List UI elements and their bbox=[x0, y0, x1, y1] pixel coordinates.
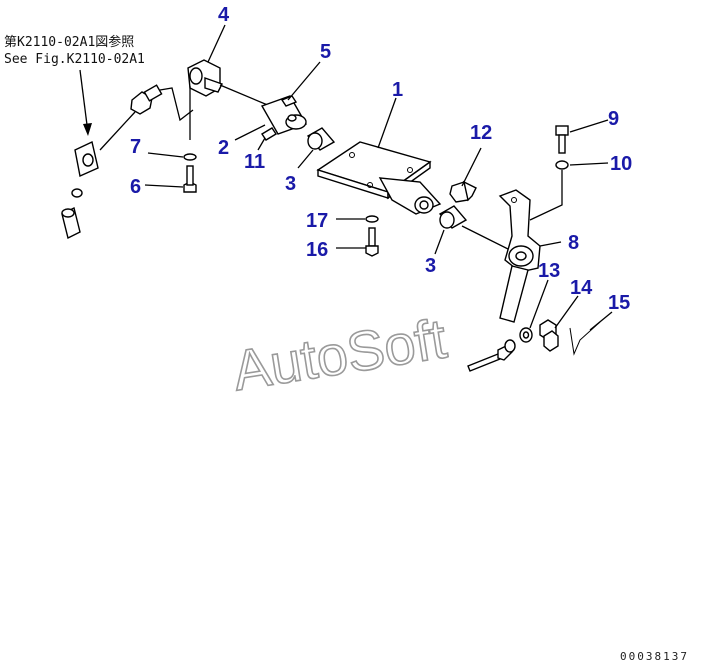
part-4-clamp bbox=[187, 59, 223, 140]
callout-9: 9 bbox=[608, 108, 619, 130]
part-7-washer bbox=[183, 153, 197, 161]
callout-6: 6 bbox=[130, 176, 141, 198]
callout-2: 2 bbox=[218, 137, 229, 159]
part-15-cotter bbox=[569, 321, 601, 356]
callout-3-upper: 3 bbox=[285, 173, 296, 195]
part-12-nut bbox=[449, 180, 477, 203]
shaft-line-b bbox=[461, 225, 511, 251]
callout-8: 8 bbox=[568, 232, 579, 254]
callout-14: 14 bbox=[570, 277, 593, 299]
callout-13: 13 bbox=[538, 260, 560, 282]
reference-jp: 第K2110-02A1図参照 bbox=[4, 34, 134, 50]
callout-5: 5 bbox=[320, 41, 331, 63]
callout-3-lower: 3 bbox=[425, 255, 436, 277]
callout-7: 7 bbox=[130, 136, 141, 158]
callout-4: 4 bbox=[218, 4, 230, 26]
callout-11: 11 bbox=[244, 151, 265, 173]
part-1-plate bbox=[316, 141, 442, 215]
part-5-cotter bbox=[280, 95, 298, 107]
callout-15: 15 bbox=[608, 292, 630, 314]
callout-10: 10 bbox=[610, 153, 632, 175]
part-2-pin bbox=[260, 95, 308, 135]
callout-16: 16 bbox=[306, 239, 328, 261]
part-3-bushing-upper bbox=[306, 127, 336, 151]
part-11-pin bbox=[261, 127, 277, 141]
rod-end-fitting bbox=[61, 84, 163, 240]
part-8-lever bbox=[498, 189, 541, 323]
part-14-nut bbox=[539, 319, 559, 352]
doc-number: 00038137 bbox=[620, 650, 689, 663]
reference-en: See Fig.K2110-02A1 bbox=[4, 52, 145, 67]
part-17-washer bbox=[365, 215, 379, 223]
part-9-bolt bbox=[555, 125, 569, 154]
part-16-bolt bbox=[365, 227, 379, 257]
part-3-bushing-lower bbox=[438, 205, 468, 229]
leader-10 bbox=[529, 170, 563, 221]
part-10-clip bbox=[555, 160, 569, 170]
callout-1: 1 bbox=[392, 79, 403, 101]
part-6-bolt bbox=[183, 165, 197, 193]
callout-17: 17 bbox=[306, 210, 328, 232]
shaft-line-a bbox=[219, 84, 271, 107]
reference-arrow bbox=[79, 69, 92, 136]
leader-lines bbox=[144, 24, 613, 331]
leader-zigzag bbox=[159, 87, 194, 122]
callout-12: 12 bbox=[470, 122, 492, 144]
part-13-washer bbox=[504, 327, 533, 353]
watermark: AutoSoft bbox=[229, 306, 451, 402]
